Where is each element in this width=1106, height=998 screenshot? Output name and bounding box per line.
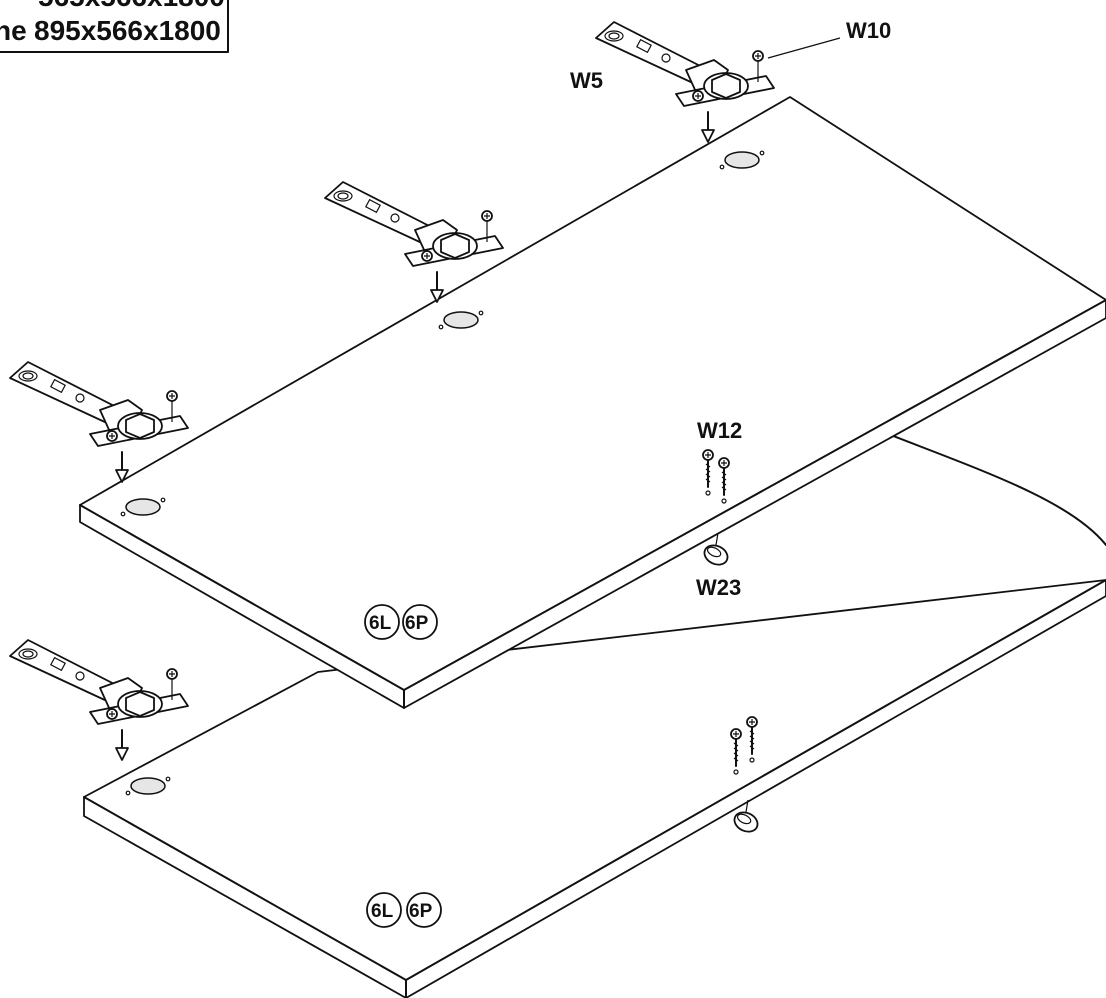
- dimension-header: 565x566x1800 ne 895x566x1800: [0, 0, 229, 53]
- dimension-line-1: 565x566x1800: [38, 0, 225, 12]
- label-w23: W23: [696, 575, 741, 600]
- label-w10: W10: [846, 18, 891, 43]
- label-w5: W5: [570, 68, 603, 93]
- hinge-bottom-left: [9, 639, 189, 761]
- label-w12: W12: [697, 418, 742, 443]
- door-panel-back: [882, 431, 1106, 546]
- door-panel-bottom: [83, 579, 1106, 998]
- door-panel-top: [79, 96, 1106, 709]
- panel-mark-top: 6L 6P: [364, 604, 438, 640]
- panel-mark-bottom: 6L 6P: [366, 892, 442, 928]
- dimension-line-2: 895x566x1800: [34, 15, 221, 46]
- mark-bottom-right: 6P: [409, 901, 433, 922]
- dimension-prefix: ne: [0, 15, 27, 46]
- mark-top-left: 6L: [369, 613, 392, 634]
- mark-top-right: 6P: [405, 613, 429, 634]
- mark-bottom-left: 6L: [371, 901, 394, 922]
